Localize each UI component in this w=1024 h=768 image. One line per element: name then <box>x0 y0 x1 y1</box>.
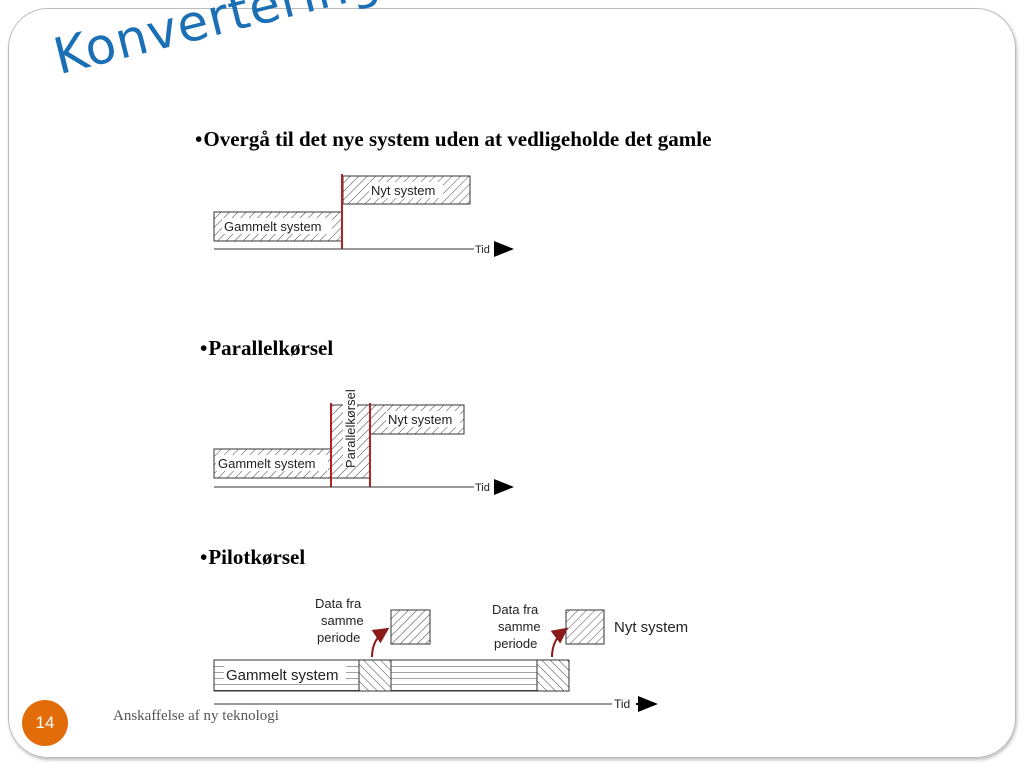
data-label-1: Data fra samme periode <box>315 596 364 645</box>
bullet-parallel-run: •Parallelkørsel <box>200 336 333 361</box>
data-label-2-line-3: periode <box>494 636 537 651</box>
pilot-block-1 <box>358 659 392 692</box>
new-system-label: Nyt system <box>388 412 452 427</box>
time-label: Tid <box>475 244 490 256</box>
old-system-label-bg <box>222 218 332 234</box>
old-system-label-bg <box>224 666 346 684</box>
bullet-pilot-run: •Pilotkørsel <box>200 545 305 570</box>
time-label: Tid <box>475 482 490 494</box>
old-system-label: Gammelt system <box>218 456 316 471</box>
new-system-label-bg <box>386 411 460 427</box>
bullet-dot: • <box>200 336 208 360</box>
data-label-2-line-2: samme <box>498 619 541 634</box>
data-label-2-line-1: Data fra <box>492 602 539 617</box>
bullet-dot: • <box>200 545 208 569</box>
diagram-direct-changeover: Gammelt system Nyt system Tid <box>213 174 514 257</box>
bullet-direct-changeover: •Overgå til det nye system uden at vedli… <box>195 127 711 152</box>
bullet-dot: • <box>195 127 203 151</box>
page-number-badge: 14 <box>22 700 68 746</box>
data-label-1-line-2: samme <box>321 613 364 628</box>
bullet-text: Parallelkørsel <box>208 336 334 360</box>
parallel-label: Parallelkørsel <box>343 389 358 468</box>
old-system-label-bg <box>216 455 328 471</box>
data-label-1-line-1: Data fra <box>315 596 362 611</box>
old-system-label: Gammelt system <box>226 667 339 684</box>
data-arrow-2 <box>550 627 569 658</box>
slide-frame <box>8 8 1016 758</box>
data-arrow-1 <box>371 627 390 658</box>
bullet-text: Overgå til det nye system uden at vedlig… <box>203 127 712 151</box>
diagram-parallel-run: Gammelt system Parallelkørsel Nyt system… <box>213 380 514 495</box>
old-system-label: Gammelt system <box>224 219 322 234</box>
diagram-pilot-run: Gammelt system Nyt system Data fra samme… <box>213 596 688 712</box>
data-label-1-line-3: periode <box>317 630 360 645</box>
time-label: Tid <box>614 697 630 711</box>
new-system-label: Nyt system <box>614 619 688 636</box>
new-data-block-1 <box>390 609 431 645</box>
bullet-text: Pilotkørsel <box>208 545 306 569</box>
pilot-block-2 <box>536 659 570 692</box>
new-system-label-bg <box>369 182 443 198</box>
data-label-2: Data fra samme periode <box>492 602 541 651</box>
new-data-block-2 <box>565 609 605 645</box>
footer-text: Anskaffelse af ny teknologi <box>113 708 279 724</box>
new-system-label: Nyt system <box>371 183 435 198</box>
parallel-label-bg <box>343 380 357 466</box>
